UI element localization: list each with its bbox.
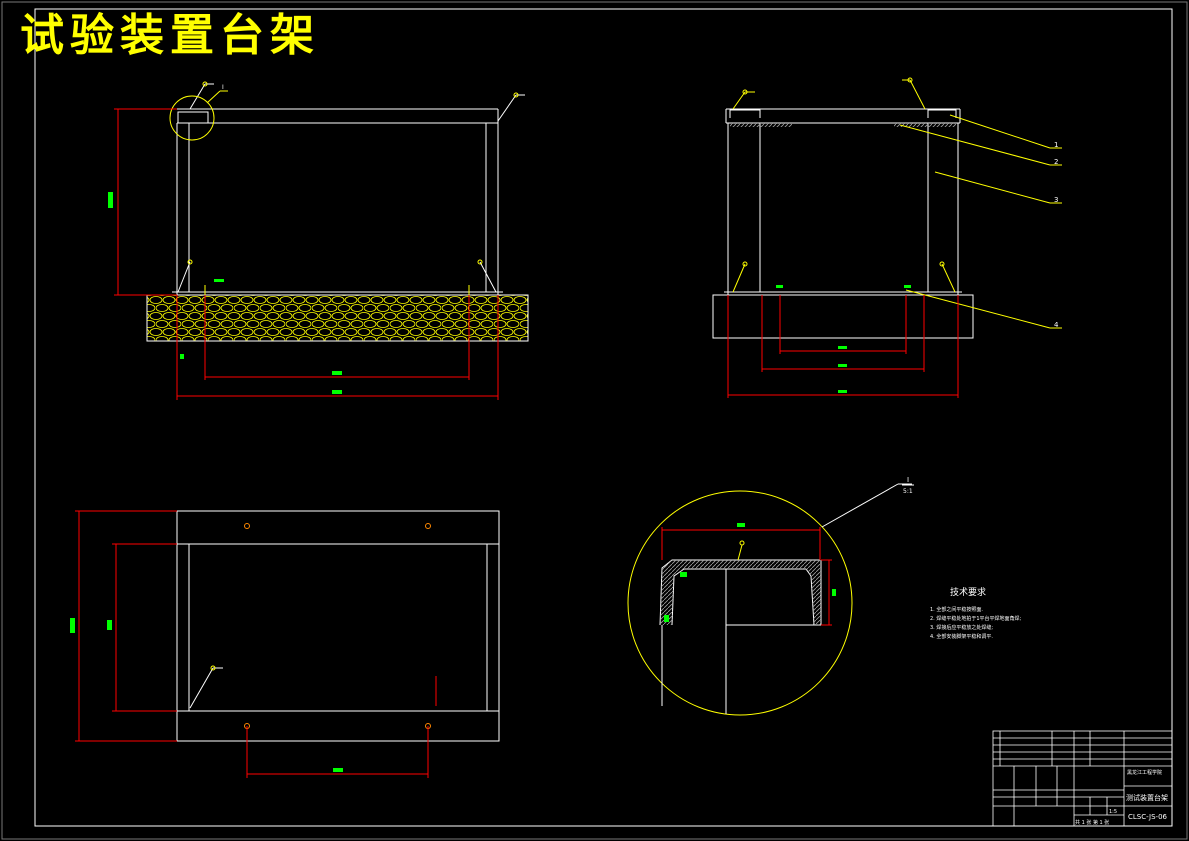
side-view-hatch <box>894 123 956 127</box>
leader-dot <box>742 261 748 267</box>
detail-tag-scale: 5:1 <box>903 488 913 495</box>
dim-text <box>838 346 847 349</box>
balloon-leader-2 <box>899 124 1051 166</box>
top-view-leader <box>189 667 214 709</box>
balloon-3: 3 <box>1054 196 1058 204</box>
side-view <box>712 108 974 339</box>
drawing-title: 试验装置台架 <box>20 10 320 61</box>
detail-marker-label: I <box>222 84 224 91</box>
balloon-leader-4 <box>905 289 1051 329</box>
side-view-leaders <box>732 77 1062 329</box>
leader-dot <box>210 665 216 671</box>
front-view-leader <box>479 261 497 293</box>
front-view-dimensions <box>114 108 499 400</box>
dim-text <box>70 618 75 633</box>
title-block-text: 黑龙江工程学院 测试装置台架 CLSC-JS-06 共 1 张 第 1 张 1:… <box>1075 769 1168 826</box>
leader-dot <box>907 77 913 83</box>
leader-dot <box>939 261 945 267</box>
detail-leader <box>737 544 743 561</box>
top-view-dim-text <box>70 618 343 772</box>
dim-text <box>838 390 847 393</box>
tech-req-note-3: 3. 焊接后应平稳放之处焊缝; <box>930 625 994 631</box>
dim-text <box>214 279 224 282</box>
front-view-top-channel <box>177 111 209 123</box>
technical-requirements: 技术要求 1. 全部之间平稳按照面. 2. 焊缝平稳处地拍于1平台平焊地面角焊;… <box>930 585 1021 642</box>
bolt-hole <box>244 523 250 529</box>
balloon-2: 2 <box>1054 158 1058 166</box>
leader-line <box>941 263 956 293</box>
top-view <box>176 510 500 742</box>
dim-text <box>664 615 669 622</box>
balloon-leader-1 <box>949 114 1051 149</box>
tech-req-note-1: 1. 全部之间平稳按照面. <box>930 607 983 613</box>
dim-text <box>838 364 847 367</box>
tb-drawing-name: 测试装置台架 <box>1126 793 1168 802</box>
tb-school: 黑龙江工程学院 <box>1127 769 1162 776</box>
detail-marker-circle <box>169 95 215 141</box>
detail-marker-leader <box>206 90 221 104</box>
side-view-dim-text <box>776 285 911 393</box>
top-view-outer <box>176 510 500 742</box>
tb-sheet: 共 1 张 第 1 张 <box>1075 819 1109 826</box>
front-view-leader <box>497 94 517 122</box>
dim-text-height <box>108 192 113 208</box>
leader-dot <box>513 92 519 98</box>
detail-dimensions <box>661 527 832 626</box>
side-view-channel <box>927 109 957 118</box>
top-view-bolts <box>244 523 431 729</box>
dim-text <box>333 768 343 772</box>
detail-view-leader <box>821 483 899 528</box>
leader-dot <box>742 89 748 95</box>
dim-text <box>832 589 836 596</box>
leader-dot <box>739 540 745 546</box>
leader-dot <box>187 259 193 265</box>
dim-text-bolt-span <box>332 371 342 375</box>
detail-channel-inner <box>671 568 806 626</box>
dim-text <box>180 354 184 359</box>
detail-channel-outer <box>659 559 820 626</box>
side-view-foundation <box>712 294 974 339</box>
front-view-leader <box>177 261 191 293</box>
tech-req-heading: 技术要求 <box>950 588 987 598</box>
front-view-anchors <box>187 81 519 328</box>
tech-req-note-2: 2. 焊缝平稳处地拍于1平台平焊地面角焊; <box>930 616 1022 622</box>
title-block <box>992 730 1173 827</box>
leader-line <box>732 263 746 293</box>
tech-req-note-4: 4. 全部安装脚架平稳和调平. <box>930 634 993 640</box>
side-view-channel <box>729 109 761 118</box>
balloon-leader-3 <box>934 171 1051 204</box>
leader-line <box>732 91 746 110</box>
dim-text <box>107 620 112 630</box>
dim-text-overall <box>332 390 342 394</box>
side-view-dimensions <box>727 295 959 398</box>
top-view-dimensions <box>75 510 437 778</box>
dim-text <box>737 523 745 527</box>
dim-text <box>680 572 687 577</box>
front-view-dim-text <box>108 192 342 394</box>
tb-drawing-no: CLSC-JS-06 <box>1128 813 1168 821</box>
detail-dim-text <box>664 523 836 622</box>
dim-text <box>904 285 911 288</box>
title-block-frame <box>992 730 1173 827</box>
detail-tag-label: I <box>907 476 909 484</box>
bolt-hole <box>425 523 431 529</box>
leader-line <box>909 79 926 110</box>
side-view-hatch <box>730 123 792 127</box>
leader-dot <box>477 259 483 265</box>
leader-dot <box>202 81 208 87</box>
detail-view-circle <box>627 490 853 716</box>
front-view <box>146 83 529 342</box>
detail-view <box>659 559 822 714</box>
balloon-1: 1 <box>1054 141 1058 149</box>
detail-channel-hatch <box>660 560 821 625</box>
dim-text <box>776 285 783 288</box>
front-view-foundation <box>146 294 529 342</box>
tb-scale: 1:5 <box>1109 809 1117 815</box>
sheet-border <box>34 8 1173 827</box>
balloon-4: 4 <box>1054 321 1059 329</box>
